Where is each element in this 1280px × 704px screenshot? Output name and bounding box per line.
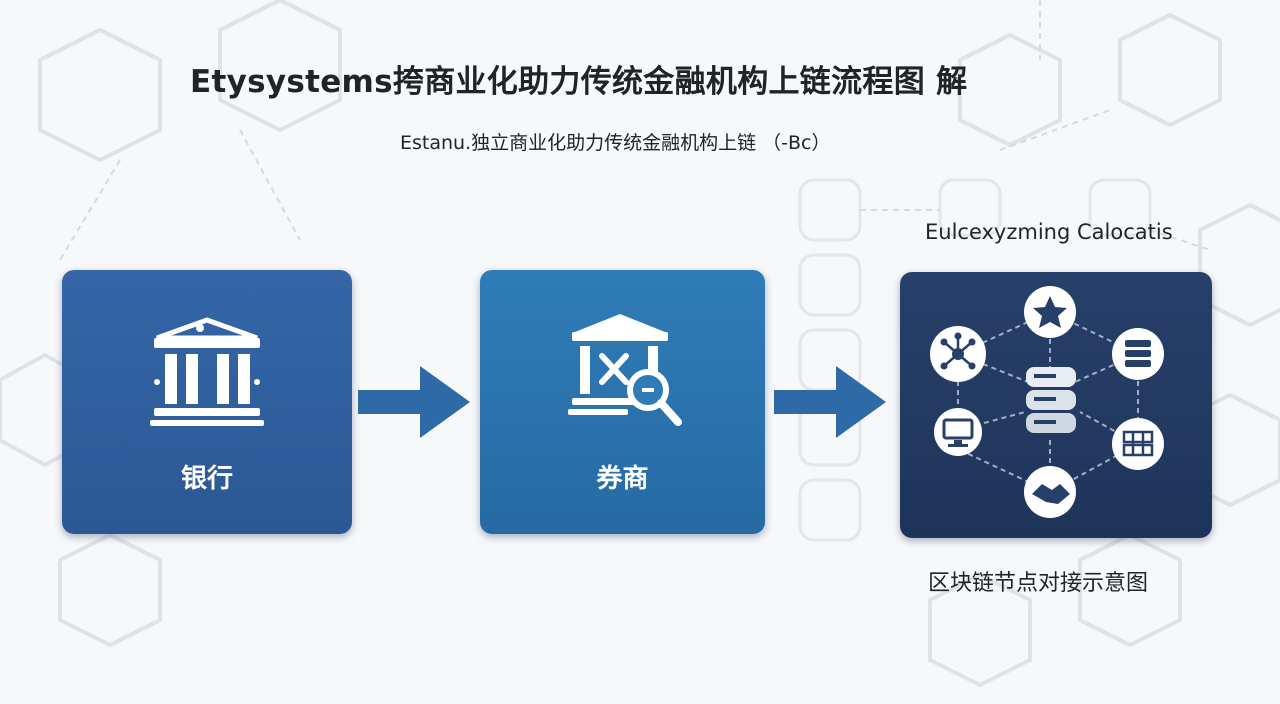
page-title: Etysystems挎商业化助力传统金融机构上链流程图 解 — [190, 64, 968, 100]
server-rack-icon — [1112, 418, 1164, 470]
blockchain-network-icon — [930, 286, 1164, 518]
securities-bank-magnifier-icon — [568, 314, 682, 426]
broker-label: 券商 — [596, 464, 649, 494]
handshake-icon — [1024, 466, 1076, 518]
broker-node-box: 券商 — [480, 270, 765, 534]
bank-building-icon — [150, 317, 264, 426]
server-database-icon — [1026, 367, 1076, 433]
flow-arrow-icon — [774, 366, 886, 438]
blockchain-node-box — [900, 272, 1212, 538]
flow-arrow-icon — [358, 366, 470, 438]
bank-label: 银行 — [180, 464, 233, 494]
chain-footer: 区块链节点对接示意图 — [928, 571, 1149, 596]
bank-node-box: 银行 — [62, 270, 352, 534]
chain-caption: Eulcexyzming Calocatis — [925, 220, 1173, 244]
monitor-icon — [934, 408, 982, 456]
database-stack-icon — [1112, 328, 1164, 380]
page-subtitle: Estanu.独立商业化助力传统金融机构上链 （-Bc） — [400, 132, 831, 154]
network-hub-icon — [930, 326, 986, 382]
star-badge-icon — [1024, 286, 1076, 338]
